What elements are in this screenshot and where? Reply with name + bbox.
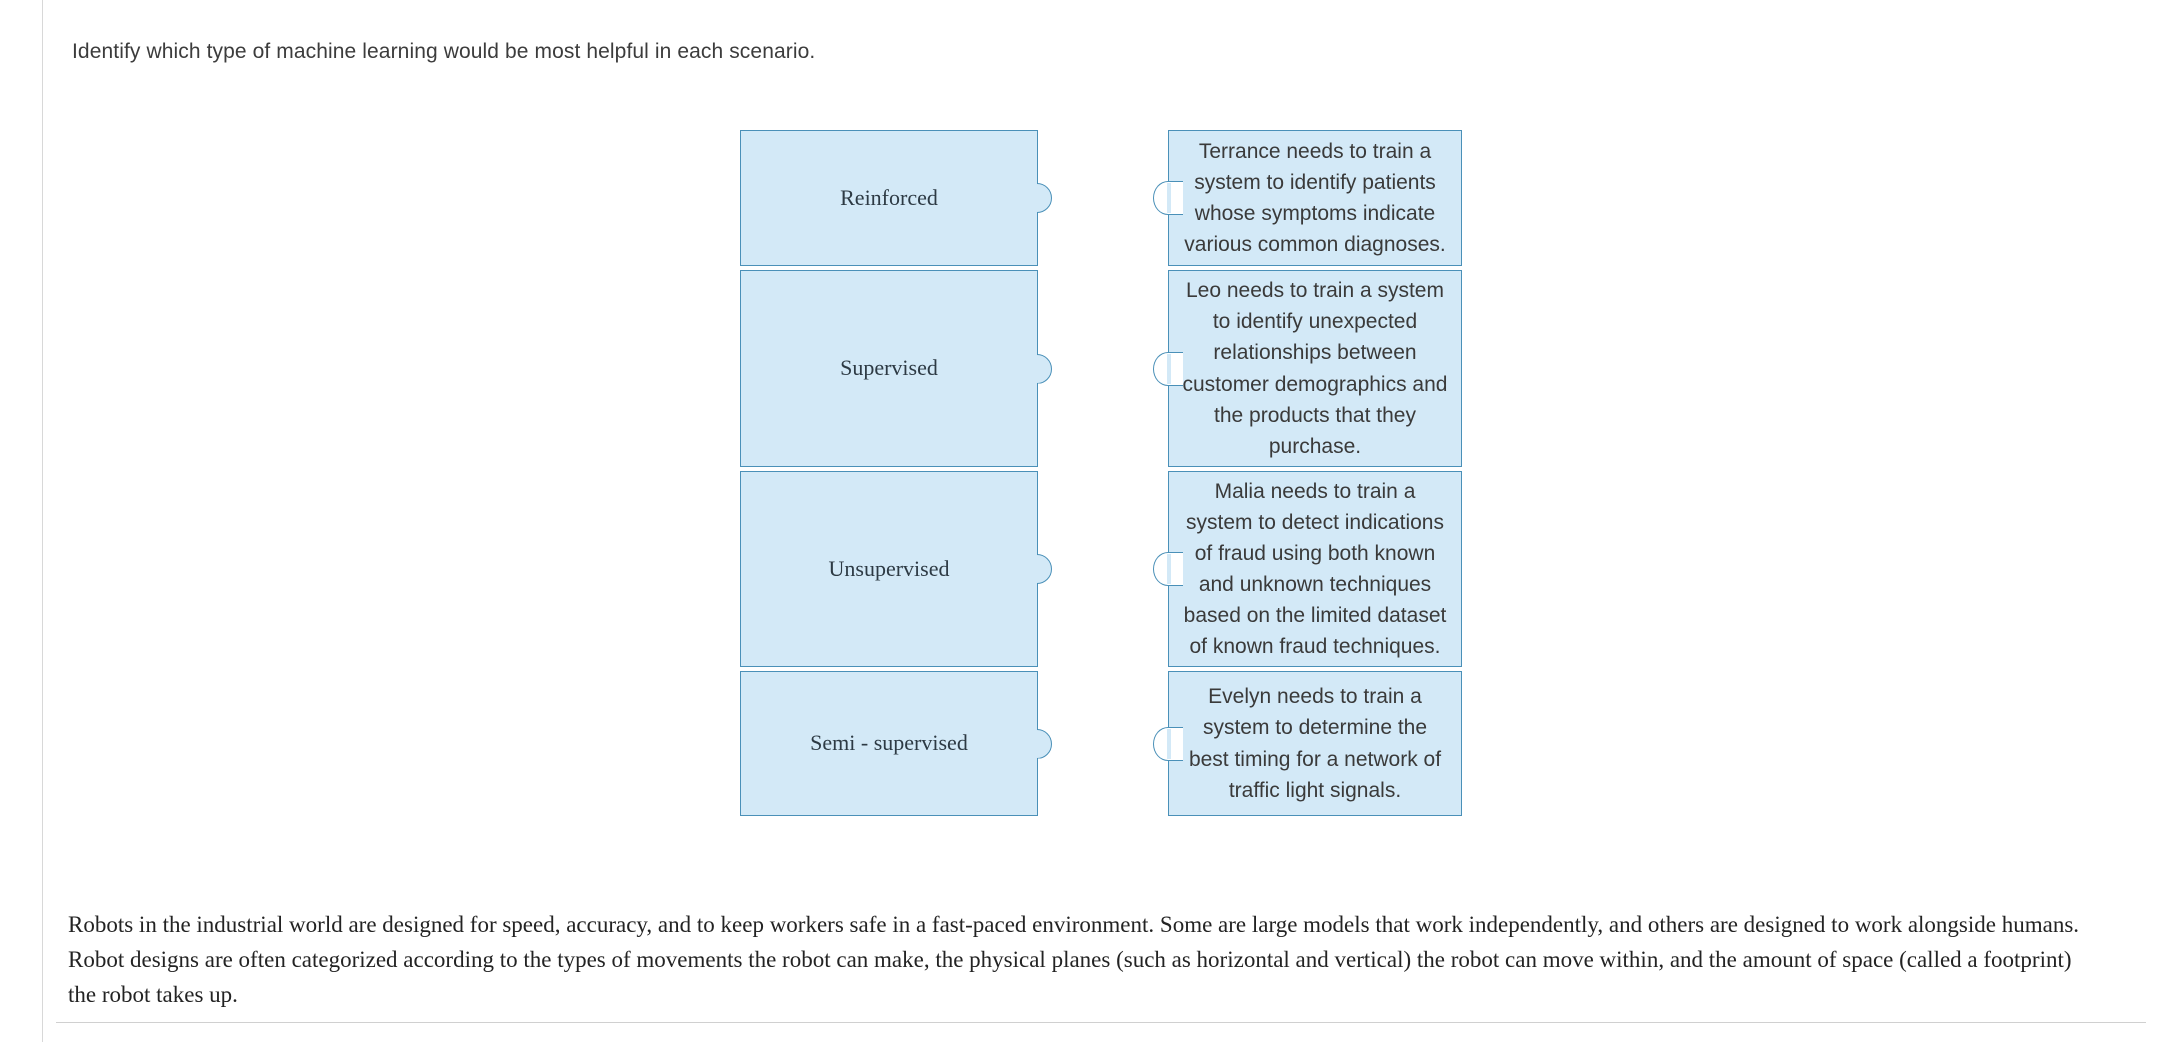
knob-seam-mask	[1035, 355, 1038, 382]
scenario-label: Terrance needs to train a system to iden…	[1184, 139, 1446, 257]
ml-type-piece-unsupervised[interactable]: Unsupervised	[740, 471, 1052, 667]
knob-seam-mask	[1167, 554, 1171, 584]
scenarios-column: Terrance needs to train a system to iden…	[1153, 130, 1462, 820]
knob-seam-mask	[1167, 183, 1171, 213]
scenario-piece-leo[interactable]: Leo needs to train a system to identify …	[1153, 270, 1462, 467]
ml-type-label: Supervised	[840, 355, 938, 381]
matching-activity-board: Reinforced Supervised Unsupervised Semi …	[0, 130, 2157, 830]
scenario-label: Malia needs to train a system to detect …	[1183, 479, 1447, 659]
page-title: Identify which type of machine learning …	[72, 40, 816, 63]
ml-type-label: Semi - supervised	[810, 730, 968, 756]
ml-type-piece-supervised[interactable]: Supervised	[740, 270, 1052, 467]
knob-seam-mask	[1035, 730, 1038, 757]
ml-type-piece-reinforced[interactable]: Reinforced	[740, 130, 1052, 266]
knob-seam-mask	[1167, 728, 1171, 759]
ml-type-label: Unsupervised	[828, 555, 950, 581]
ml-type-piece-semi-supervised[interactable]: Semi - supervised	[740, 671, 1052, 816]
scenario-label: Leo needs to train a system to identify …	[1182, 279, 1448, 458]
knob-seam-mask	[1035, 185, 1038, 211]
scenario-piece-terrance[interactable]: Terrance needs to train a system to iden…	[1153, 130, 1462, 266]
knob-seam-mask	[1167, 353, 1171, 384]
scenario-piece-evelyn[interactable]: Evelyn needs to train a system to determ…	[1153, 671, 1462, 816]
scenario-label: Evelyn needs to train a system to determ…	[1188, 685, 1442, 802]
section-divider	[56, 1022, 2146, 1023]
knob-seam-mask	[1035, 556, 1038, 582]
ml-type-label: Reinforced	[840, 184, 938, 210]
machine-learning-types-column: Reinforced Supervised Unsupervised Semi …	[740, 130, 1052, 820]
reading-passage: Robots in the industrial world are desig…	[68, 912, 2080, 1007]
scenario-piece-malia[interactable]: Malia needs to train a system to detect …	[1153, 471, 1462, 667]
left-margin-rule	[42, 0, 43, 1042]
